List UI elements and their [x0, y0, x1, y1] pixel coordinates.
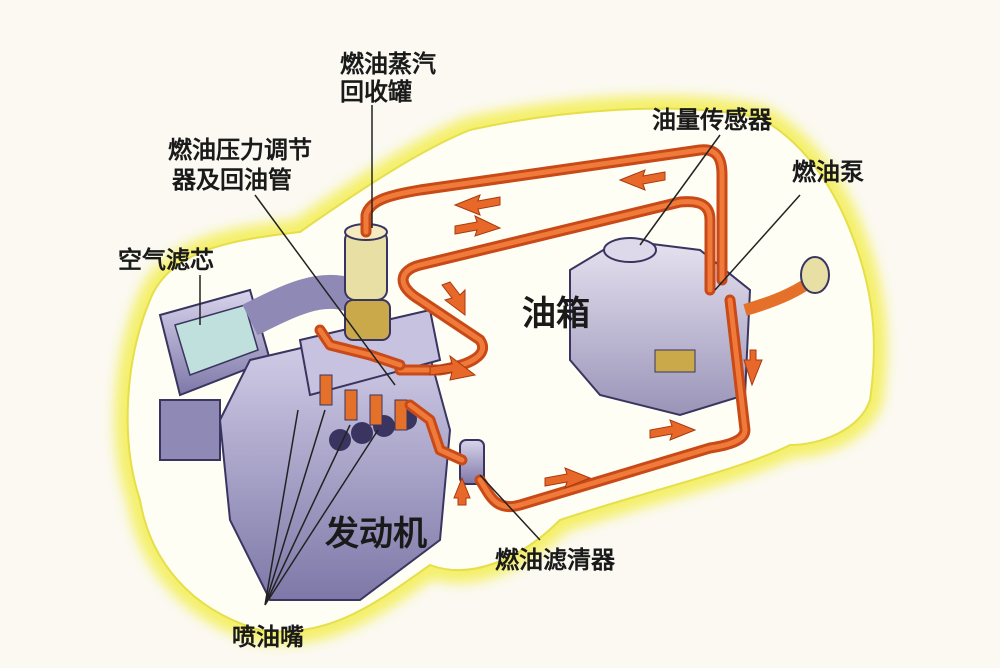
label-air-filter: 空气滤芯 [118, 246, 214, 274]
label-canister-line2: 回收罐 [340, 78, 412, 106]
air-filter [158, 274, 356, 461]
injectors [319, 374, 408, 431]
label-fuel-filter: 燃油滤清器 [495, 546, 616, 574]
label-level-sensor: 油量传感器 [652, 106, 773, 134]
label-canister-line1: 燃油蒸汽 [340, 50, 436, 78]
label-fuel-pump: 燃油泵 [792, 158, 864, 186]
leader-lines [199, 105, 801, 606]
label-tank: 油箱 [522, 294, 590, 334]
label-engine: 发动机 [325, 514, 427, 554]
label-injectors: 喷油嘴 [232, 623, 304, 651]
flow-arrows [429, 169, 763, 506]
labels: 燃油蒸汽 回收罐 燃油压力调节 器及回油管 空气滤芯 油量传感器 燃油泵 油箱 … [118, 50, 864, 651]
label-regulator-line1: 燃油压力调节 [168, 136, 312, 164]
fuel-lines [314, 144, 751, 513]
label-regulator-line2: 器及回油管 [171, 166, 292, 194]
